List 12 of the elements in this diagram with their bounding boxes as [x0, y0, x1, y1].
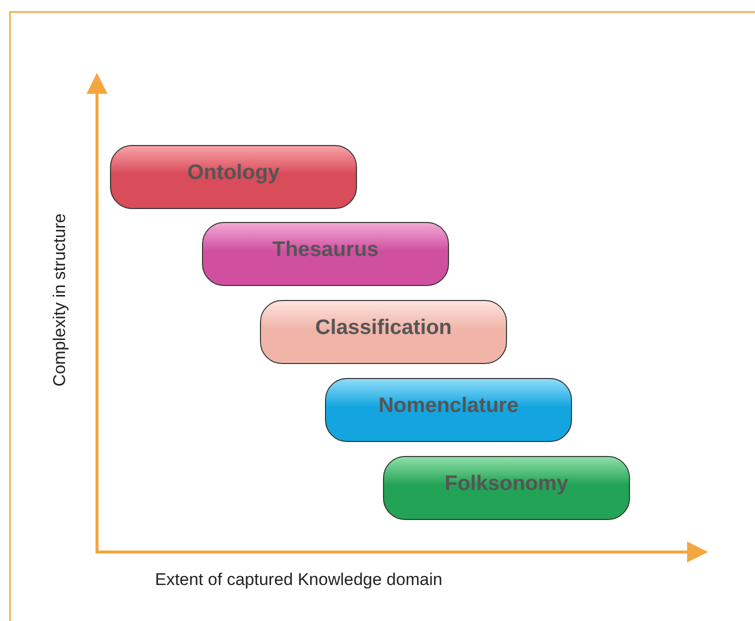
axis-label: Complexity in structure — [50, 214, 70, 386]
axis-label: Extent of captured Knowledge domain — [155, 570, 442, 590]
rounded-box — [202, 222, 449, 286]
node-label: Thesaurus — [272, 238, 379, 262]
node-label: Nomenclature — [378, 394, 519, 418]
rounded-box — [383, 456, 630, 520]
rounded-box — [110, 145, 357, 209]
node-label: Classification — [315, 316, 452, 340]
rounded-box — [325, 378, 572, 442]
node-label: Ontology — [187, 161, 280, 185]
rounded-box — [260, 300, 507, 364]
node-label: Folksonomy — [444, 472, 568, 496]
